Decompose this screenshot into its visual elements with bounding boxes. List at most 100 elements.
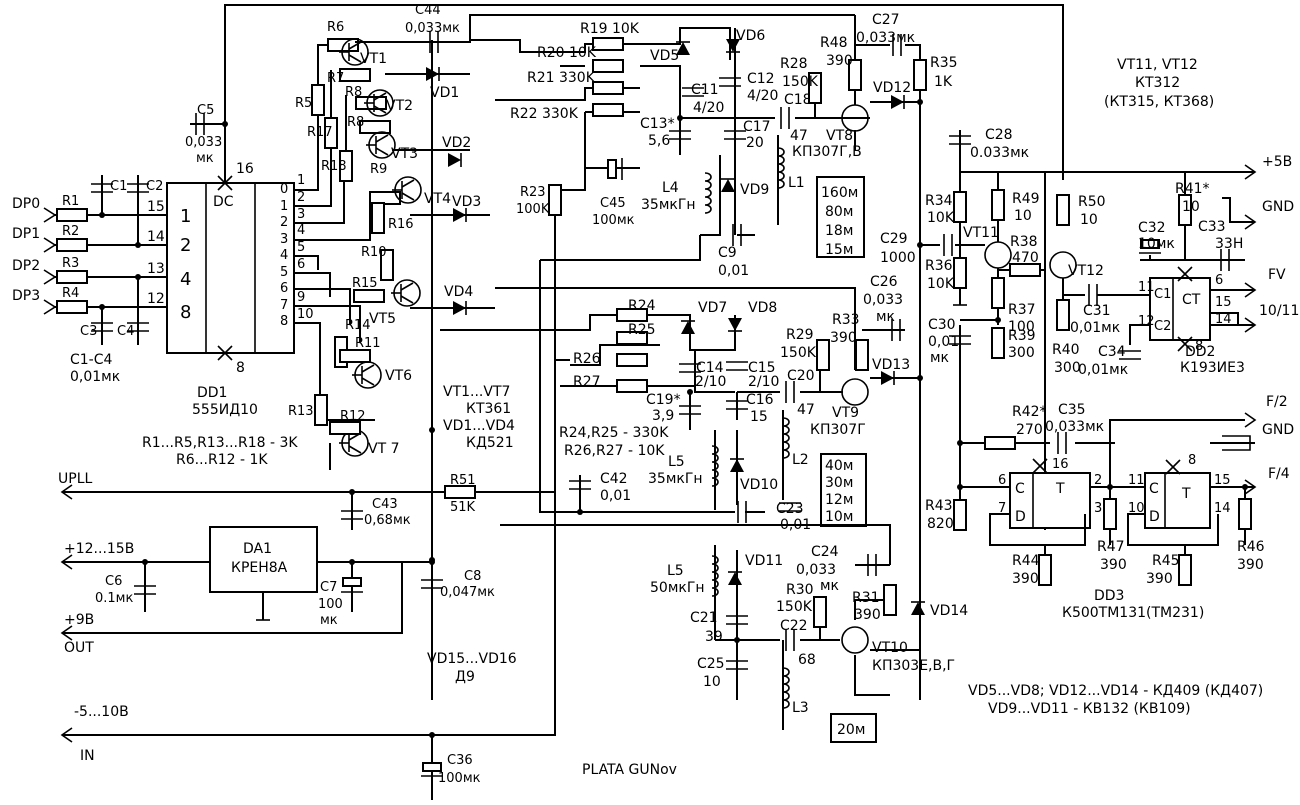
note-r26r27: R26,R27 - 10K [564,443,665,459]
c20-value: 47 [797,402,815,418]
c30-label: C30 [928,317,956,333]
vt9-part: КП307Г [810,422,866,438]
dd2-c2: C2 [1154,319,1171,334]
dd2-func: CT [1182,292,1201,308]
c17-label: C17 [743,119,771,135]
c8-label: C8 [464,569,481,584]
r51-label: R51 [450,473,476,488]
c42-label: C42 [600,471,628,487]
dd1-pin12: 12 [147,291,165,307]
r31-value: 390 [854,607,881,623]
dd3a-func: T [1055,481,1065,497]
c11-label: C11 [691,82,719,98]
r34-value: 10K [927,210,955,226]
r36-value: 10K [927,276,955,292]
l5b-value: 50мкГн [650,580,705,596]
input-dp2: DP2 [12,258,40,274]
r18-label: R18 [321,159,347,174]
top-rail: C5 0,033 мк [185,4,1064,183]
c28-value: 0.033мк [970,145,1029,161]
c31-value: 0,01мк [1070,320,1120,336]
dd1-r1: 1 [297,173,305,188]
dd1-r6: 6 [297,257,305,272]
c36-label: C36 [447,753,473,768]
c9-label: C9 [718,245,737,261]
vd2-label: VD2 [442,135,471,151]
vt6-label: VT6 [385,368,412,384]
c29-value: 1000 [880,250,916,266]
r19-label: R19 10K [580,21,640,37]
dd1-func: DC [213,194,234,210]
dd1-r9: 9 [297,290,305,305]
r21-label: R21 330K [527,70,596,86]
vt11-label: VT11 [963,225,999,241]
dd1-r2: 2 [297,190,305,205]
da1-part: КРЕН8А [231,560,288,576]
r33-label: R33 [832,312,860,328]
band-box-1 [816,176,865,258]
dd3a-pin6: 6 [998,473,1006,488]
input-dp0: DP0 [12,196,40,212]
c1c4-value: 0,01мк [70,369,120,385]
input-dp1: DP1 [12,226,40,242]
dd3-dividers: C D T 6 7 2 3 16 C D T 11 10 15 14 8 R44… [989,394,1294,621]
r23-label: R23 [520,185,546,200]
dd3a-pin7: 7 [998,501,1006,516]
c44-value: 0,033мк [405,21,460,36]
c43-label: C43 [372,497,398,512]
r41-label: R41* [1175,181,1210,197]
vt10-part: КП303Е,В,Г [872,658,955,674]
r31-label: R31 [852,590,880,606]
port-vin: +12...15В [64,541,134,557]
c6-value: 0.1мк [95,591,133,606]
port-out9: +9В [64,612,94,628]
r14-label: R14 [345,318,371,333]
vd7-label: VD7 [698,300,727,316]
r16-label: R16 [388,217,414,232]
vt10-label: VT10 [872,640,908,656]
dd3b-c: C [1149,481,1159,497]
dd3b-pin15: 15 [1214,473,1231,488]
c21-value: 39 [705,629,723,645]
c28-label: C28 [985,127,1013,143]
dd1-r3: 3 [297,207,305,222]
c14-label: C14 [696,360,724,376]
r51-value: 51K [450,500,476,515]
vt7-label: VT 7 [368,441,400,457]
vd8-label: VD8 [748,300,777,316]
r13-label: R13 [288,404,314,419]
vt4-label: VT4 [424,191,451,207]
c16-value: 15 [750,409,768,425]
vt8-label: VT8 [826,128,853,144]
c26-label: C26 [870,274,898,290]
r5-label: R5 [295,96,312,111]
c13-label: C13* [640,116,675,132]
port-fv: FV [1268,267,1286,283]
r29-label: R29 [786,327,814,343]
dd1-out8: 8 [280,314,288,329]
port-neg: -5...10В [74,704,129,720]
c22-label: C22 [780,618,808,634]
port-5v: +5В [1262,154,1292,170]
dd2-part: К193ИЕ3 [1180,360,1245,376]
r37-label: R37 [1008,302,1036,318]
dd3a-pin16: 16 [1052,457,1069,472]
vt5-label: VT5 [369,311,396,327]
dd2-pin8: 8 [1195,339,1203,354]
band2-12: 12м [825,492,853,508]
r29-value: 150K [780,345,817,361]
dd1-in-4: 4 [180,269,191,290]
dd2-pin11: 11 [1138,280,1155,295]
note-kt315: (КТ315, КТ368) [1104,94,1214,110]
vt8-part: КП307Г,В [792,144,862,160]
c25-value: 10 [703,674,721,690]
note-vt-list: VT1...VT7 [443,384,510,400]
vd10-label: VD10 [740,477,778,493]
c5-unit: мк [196,151,214,166]
c26-unit: мк [876,309,895,325]
c33-label: C33 [1198,219,1226,235]
l4-label: L4 [662,180,679,196]
dd2-c1: C1 [1154,287,1171,302]
c24-value: 0,033 [796,562,836,578]
